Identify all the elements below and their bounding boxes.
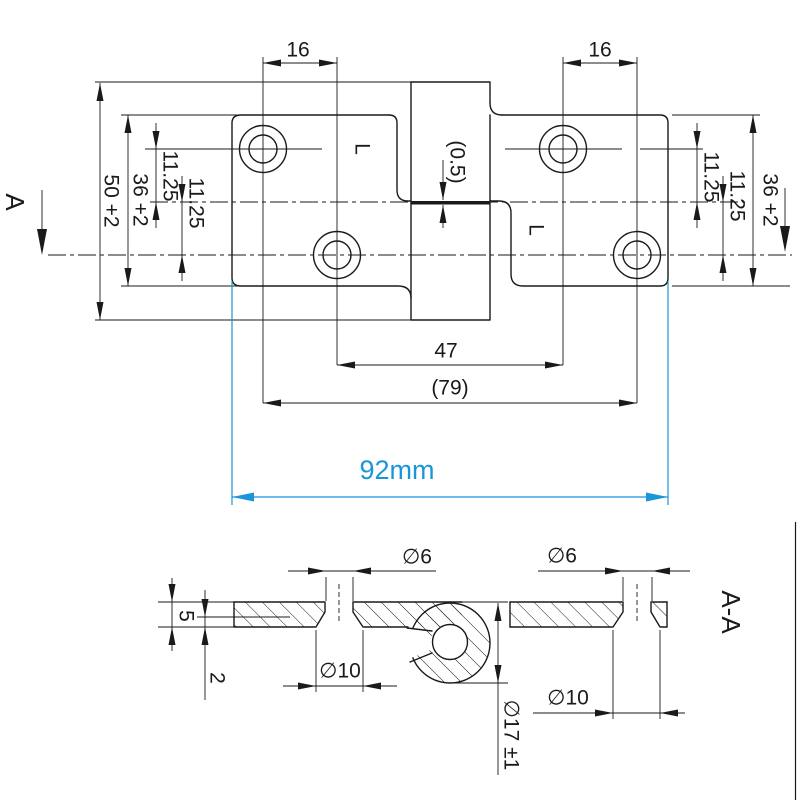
dim-16-right: 16 [563, 39, 637, 67]
svg-text:11.25: 11.25 [185, 178, 208, 229]
dim-gap-05: (0.5) [439, 140, 469, 228]
svg-text:36 +2: 36 +2 [759, 173, 782, 226]
section-view: 5 2 ∅6 ∅6 [158, 522, 797, 800]
left-plate-outline [197, 584, 508, 628]
left-leaf-outline [231, 114, 412, 299]
svg-text:47: 47 [434, 340, 457, 363]
knuckle-gap-line [411, 201, 490, 205]
top-view: L L 16 16 50 +2 36 +2 [0, 39, 792, 505]
svg-text:2: 2 [206, 672, 229, 684]
dim-50-knuckle-length: 50 +2 [96, 83, 123, 320]
right-plate-outline [509, 584, 668, 628]
svg-text:(0.5): (0.5) [446, 140, 469, 183]
centerlines [48, 148, 792, 256]
dim-thickness-5: 5 [158, 578, 234, 651]
dim-1125-upper-left: 11.25 [152, 123, 182, 228]
svg-text:11.25: 11.25 [726, 171, 749, 222]
section-cut-arrow-right [780, 188, 790, 252]
svg-text:∅6: ∅6 [402, 546, 432, 569]
dim-d6-right: ∅6 [538, 545, 690, 601]
dim-1125-lower-left: 11.25 [178, 176, 208, 281]
svg-text:∅17 ±1: ∅17 ±1 [500, 700, 523, 771]
mounting-holes [238, 124, 662, 280]
left-countersink-hole [316, 602, 363, 627]
svg-text:36 +2: 36 +2 [129, 173, 152, 226]
pin-hole [431, 623, 469, 661]
leaf-mark-right: L [525, 224, 548, 236]
dim-d10-left: ∅10 [283, 630, 397, 692]
svg-text:∅6: ∅6 [547, 545, 577, 568]
svg-text:(79): (79) [431, 377, 468, 400]
svg-text:16: 16 [588, 39, 611, 62]
dim-36-leaf-width-right: 36 +2 [749, 115, 782, 286]
svg-text:∅10: ∅10 [547, 687, 589, 710]
knuckle-outline [410, 81, 503, 321]
dim-79: (79) [263, 377, 637, 407]
svg-text:92mm: 92mm [359, 455, 434, 485]
section-cut-arrow-left: A [0, 190, 47, 255]
svg-text:5: 5 [175, 610, 198, 622]
dim-step-2: 2 [201, 590, 229, 700]
svg-text:11.25: 11.25 [700, 152, 723, 203]
svg-text:∅10: ∅10 [319, 660, 361, 683]
dim-d6-left: ∅6 [288, 546, 436, 601]
leaf-mark-left: L [351, 143, 374, 155]
dim-16-left: 16 [263, 39, 337, 67]
section-label-a: A [0, 193, 30, 211]
right-countersink-hole [613, 602, 660, 627]
svg-text:11.25: 11.25 [159, 151, 182, 202]
dim-d17-knuckle: ∅17 ±1 [452, 603, 523, 775]
dim-92mm-overall: 92mm [231, 281, 669, 505]
svg-text:50 +2: 50 +2 [100, 174, 123, 227]
dim-1125-lower-right: 11.25 [719, 171, 749, 281]
curl-slot [404, 626, 449, 661]
dim-1125-upper-right: 11.25 [693, 123, 723, 228]
section-title: A-A [716, 590, 746, 634]
dim-47: 47 [337, 340, 563, 369]
dim-d10-right: ∅10 [533, 630, 685, 719]
dim-36-leaf-width-left: 36 +2 [124, 115, 152, 286]
right-leaf-outline [489, 114, 669, 287]
svg-text:16: 16 [286, 39, 309, 62]
